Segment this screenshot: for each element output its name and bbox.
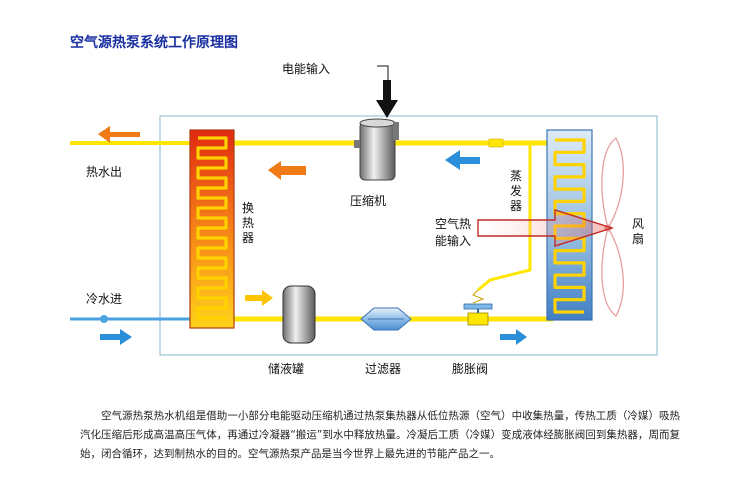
system-frame: [159, 115, 658, 356]
flow-to-tank-arrow: [245, 290, 273, 306]
fan-label: 风扇: [632, 217, 645, 246]
compressor-label: 压缩机: [350, 194, 387, 208]
expansion-valve: [463, 289, 493, 326]
evaporator-link-pipe: [477, 143, 532, 292]
cold-water-in-arrow: [100, 329, 132, 345]
compressor: [354, 118, 399, 181]
evaporator-label: 蒸发器: [510, 169, 523, 213]
storage-tank: [282, 285, 316, 344]
hot-water-out-label: 热水出: [86, 165, 123, 179]
description-paragraph: 空气源热泵热水机组是借助一小部分电能驱动压缩机通过热泵集热器从低位热源（空气）中…: [80, 407, 680, 464]
air-heat-input-arrow: [477, 209, 615, 247]
flow-to-evaporator-arrow: [500, 329, 527, 345]
storage-tank-label: 储液罐: [268, 362, 305, 376]
cold-water-inlet-icon: [100, 315, 108, 323]
expansion-valve-label: 膨胀阀: [452, 362, 489, 376]
air-heat-input-label-1: 空气热: [435, 217, 472, 231]
power-input-label: 电能输入: [282, 62, 331, 76]
power-input-arrow: [376, 80, 398, 118]
power-lead-line: [377, 65, 389, 80]
diagram-title: 空气源热泵系统工作原理图: [70, 35, 238, 51]
heat-exchanger-label: 换热器: [242, 201, 255, 245]
heat-exchanger-coil: [196, 136, 228, 320]
filter-label: 过滤器: [365, 362, 402, 376]
hot-water-out-arrow: [98, 126, 140, 143]
air-heat-input-label-2: 能输入: [435, 234, 472, 248]
cold-flow-arrow-top: [445, 150, 480, 170]
cold-water-in-label: 冷水进: [86, 292, 123, 306]
description-text: 空气源热泵热水机组是借助一小部分电能驱动压缩机通过热泵集热器从低位热源（空气）中…: [80, 410, 680, 460]
filter: [360, 307, 412, 331]
hot-flow-arrow: [268, 161, 306, 180]
pipe-coupler: [488, 138, 504, 148]
